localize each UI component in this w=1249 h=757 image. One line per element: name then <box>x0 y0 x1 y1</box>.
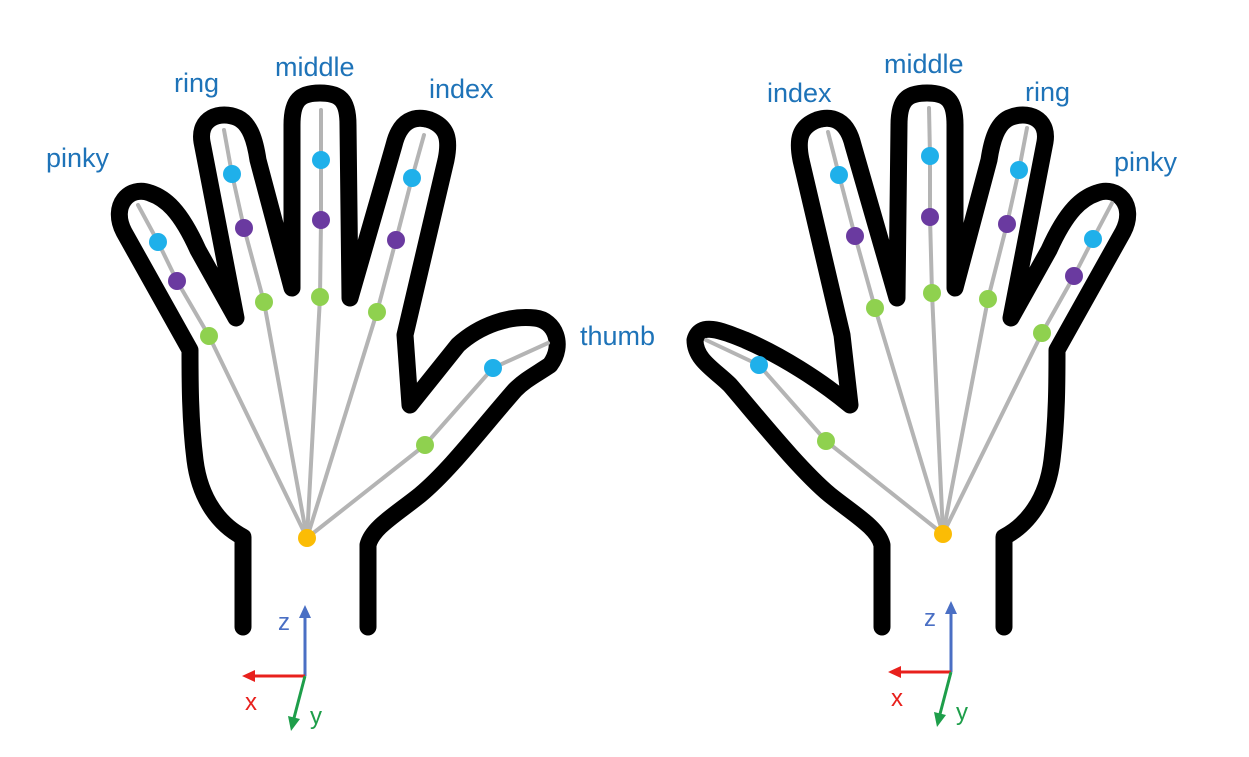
right-z-arrow-icon <box>945 601 957 614</box>
right-bone-pinky-base <box>941 331 1044 536</box>
left-bone-middle-base <box>305 295 322 540</box>
thumb-label: thumb <box>580 321 655 351</box>
right-y-label: y <box>956 699 968 726</box>
left-axes: z x y <box>242 605 322 731</box>
left-pinky-tip-joint <box>149 233 167 251</box>
right-axes: z x y <box>888 601 968 727</box>
left-y-label: y <box>310 703 322 730</box>
right-hand-joints <box>750 147 1102 543</box>
right-hand-outline <box>686 84 1137 636</box>
left-ring-label: ring <box>174 68 219 98</box>
right-z-label: z <box>924 605 936 632</box>
right-pinky-label: pinky <box>1114 147 1178 177</box>
left-middle-label: middle <box>275 52 355 82</box>
left-index-base-joint <box>368 303 386 321</box>
right-index-base-joint <box>866 299 884 317</box>
right-ring-middle-joint <box>998 215 1016 233</box>
left-bone-middle-mid <box>318 218 323 299</box>
left-bone-ring-tip <box>230 172 246 230</box>
left-pinky-base-joint <box>200 327 218 345</box>
right-bone-index-tip <box>837 173 857 238</box>
right-bone-ring-mid <box>986 222 1009 301</box>
right-hand-bones <box>704 106 1114 536</box>
right-hand: index middle ring pinky z x y <box>686 49 1178 727</box>
right-bone-ring-tip <box>1005 168 1021 226</box>
right-pinky-middle-joint <box>1065 267 1083 285</box>
right-thumb-base-joint <box>817 432 835 450</box>
left-hand-joints <box>149 151 502 547</box>
left-x-label: x <box>245 689 257 716</box>
right-y-arrow-icon <box>934 712 946 727</box>
left-ring-middle-joint <box>235 219 253 237</box>
right-wrist-joint <box>934 525 952 543</box>
right-bone-pinky-mid <box>1040 274 1076 335</box>
left-x-arrow-icon <box>242 670 255 682</box>
right-bone-middle-base <box>930 291 945 536</box>
left-bone-index-mid <box>375 238 398 314</box>
right-middle-tip-joint <box>921 147 939 165</box>
right-ring-label: ring <box>1025 77 1070 107</box>
right-x-arrow-icon <box>888 666 901 678</box>
right-bone-thumb-base <box>824 439 945 536</box>
left-bone-thumb-mid <box>423 366 495 447</box>
left-thumb-base-joint <box>416 436 434 454</box>
right-ring-base-joint <box>979 290 997 308</box>
left-middle-middle-joint <box>312 211 330 229</box>
right-thumb-tip-joint <box>750 356 768 374</box>
right-ring-tip-joint <box>1010 161 1028 179</box>
right-middle-label: middle <box>884 49 964 79</box>
right-bone-index-mid <box>853 234 877 310</box>
left-bone-thumb-end <box>491 341 550 370</box>
left-bone-ring-base <box>262 300 309 540</box>
left-ring-tip-joint <box>223 165 241 183</box>
right-index-tip-joint <box>830 166 848 184</box>
left-index-tip-joint <box>403 169 421 187</box>
right-bone-thumb-end <box>704 338 761 367</box>
left-bone-index-tip <box>394 176 414 242</box>
left-pinky-label: pinky <box>46 143 110 173</box>
left-pinky-middle-joint <box>168 272 186 290</box>
left-z-label: z <box>278 609 290 636</box>
right-bone-index-base <box>873 306 945 536</box>
left-bone-index-base <box>305 310 379 540</box>
left-hand-outline <box>110 84 566 636</box>
left-bone-ring-mid <box>242 226 266 304</box>
right-index-label: index <box>767 78 832 108</box>
left-wrist-joint <box>298 529 316 547</box>
left-bone-pinky-base <box>207 334 309 540</box>
right-middle-middle-joint <box>921 208 939 226</box>
left-bone-pinky-mid <box>175 279 211 338</box>
right-bone-thumb-mid <box>757 363 828 443</box>
left-index-label: index <box>429 74 494 104</box>
left-middle-tip-joint <box>312 151 330 169</box>
right-bone-middle-mid <box>928 215 934 295</box>
right-pinky-base-joint <box>1033 324 1051 342</box>
left-hand-bones <box>136 108 550 540</box>
right-index-middle-joint <box>846 227 864 245</box>
left-y-arrow-icon <box>288 716 300 731</box>
right-bone-ring-base <box>941 297 990 536</box>
left-ring-base-joint <box>255 293 273 311</box>
right-pinky-tip-joint <box>1084 230 1102 248</box>
left-thumb-tip-joint <box>484 359 502 377</box>
left-hand: pinky ring middle index thumb z x y <box>46 52 655 731</box>
right-middle-base-joint <box>923 284 941 302</box>
right-x-label: x <box>891 685 903 712</box>
left-y-axis <box>292 675 307 719</box>
left-middle-base-joint <box>311 288 329 306</box>
right-y-axis <box>938 671 953 715</box>
left-index-middle-joint <box>387 231 405 249</box>
left-z-arrow-icon <box>299 605 311 618</box>
left-bone-thumb-base <box>305 443 427 540</box>
